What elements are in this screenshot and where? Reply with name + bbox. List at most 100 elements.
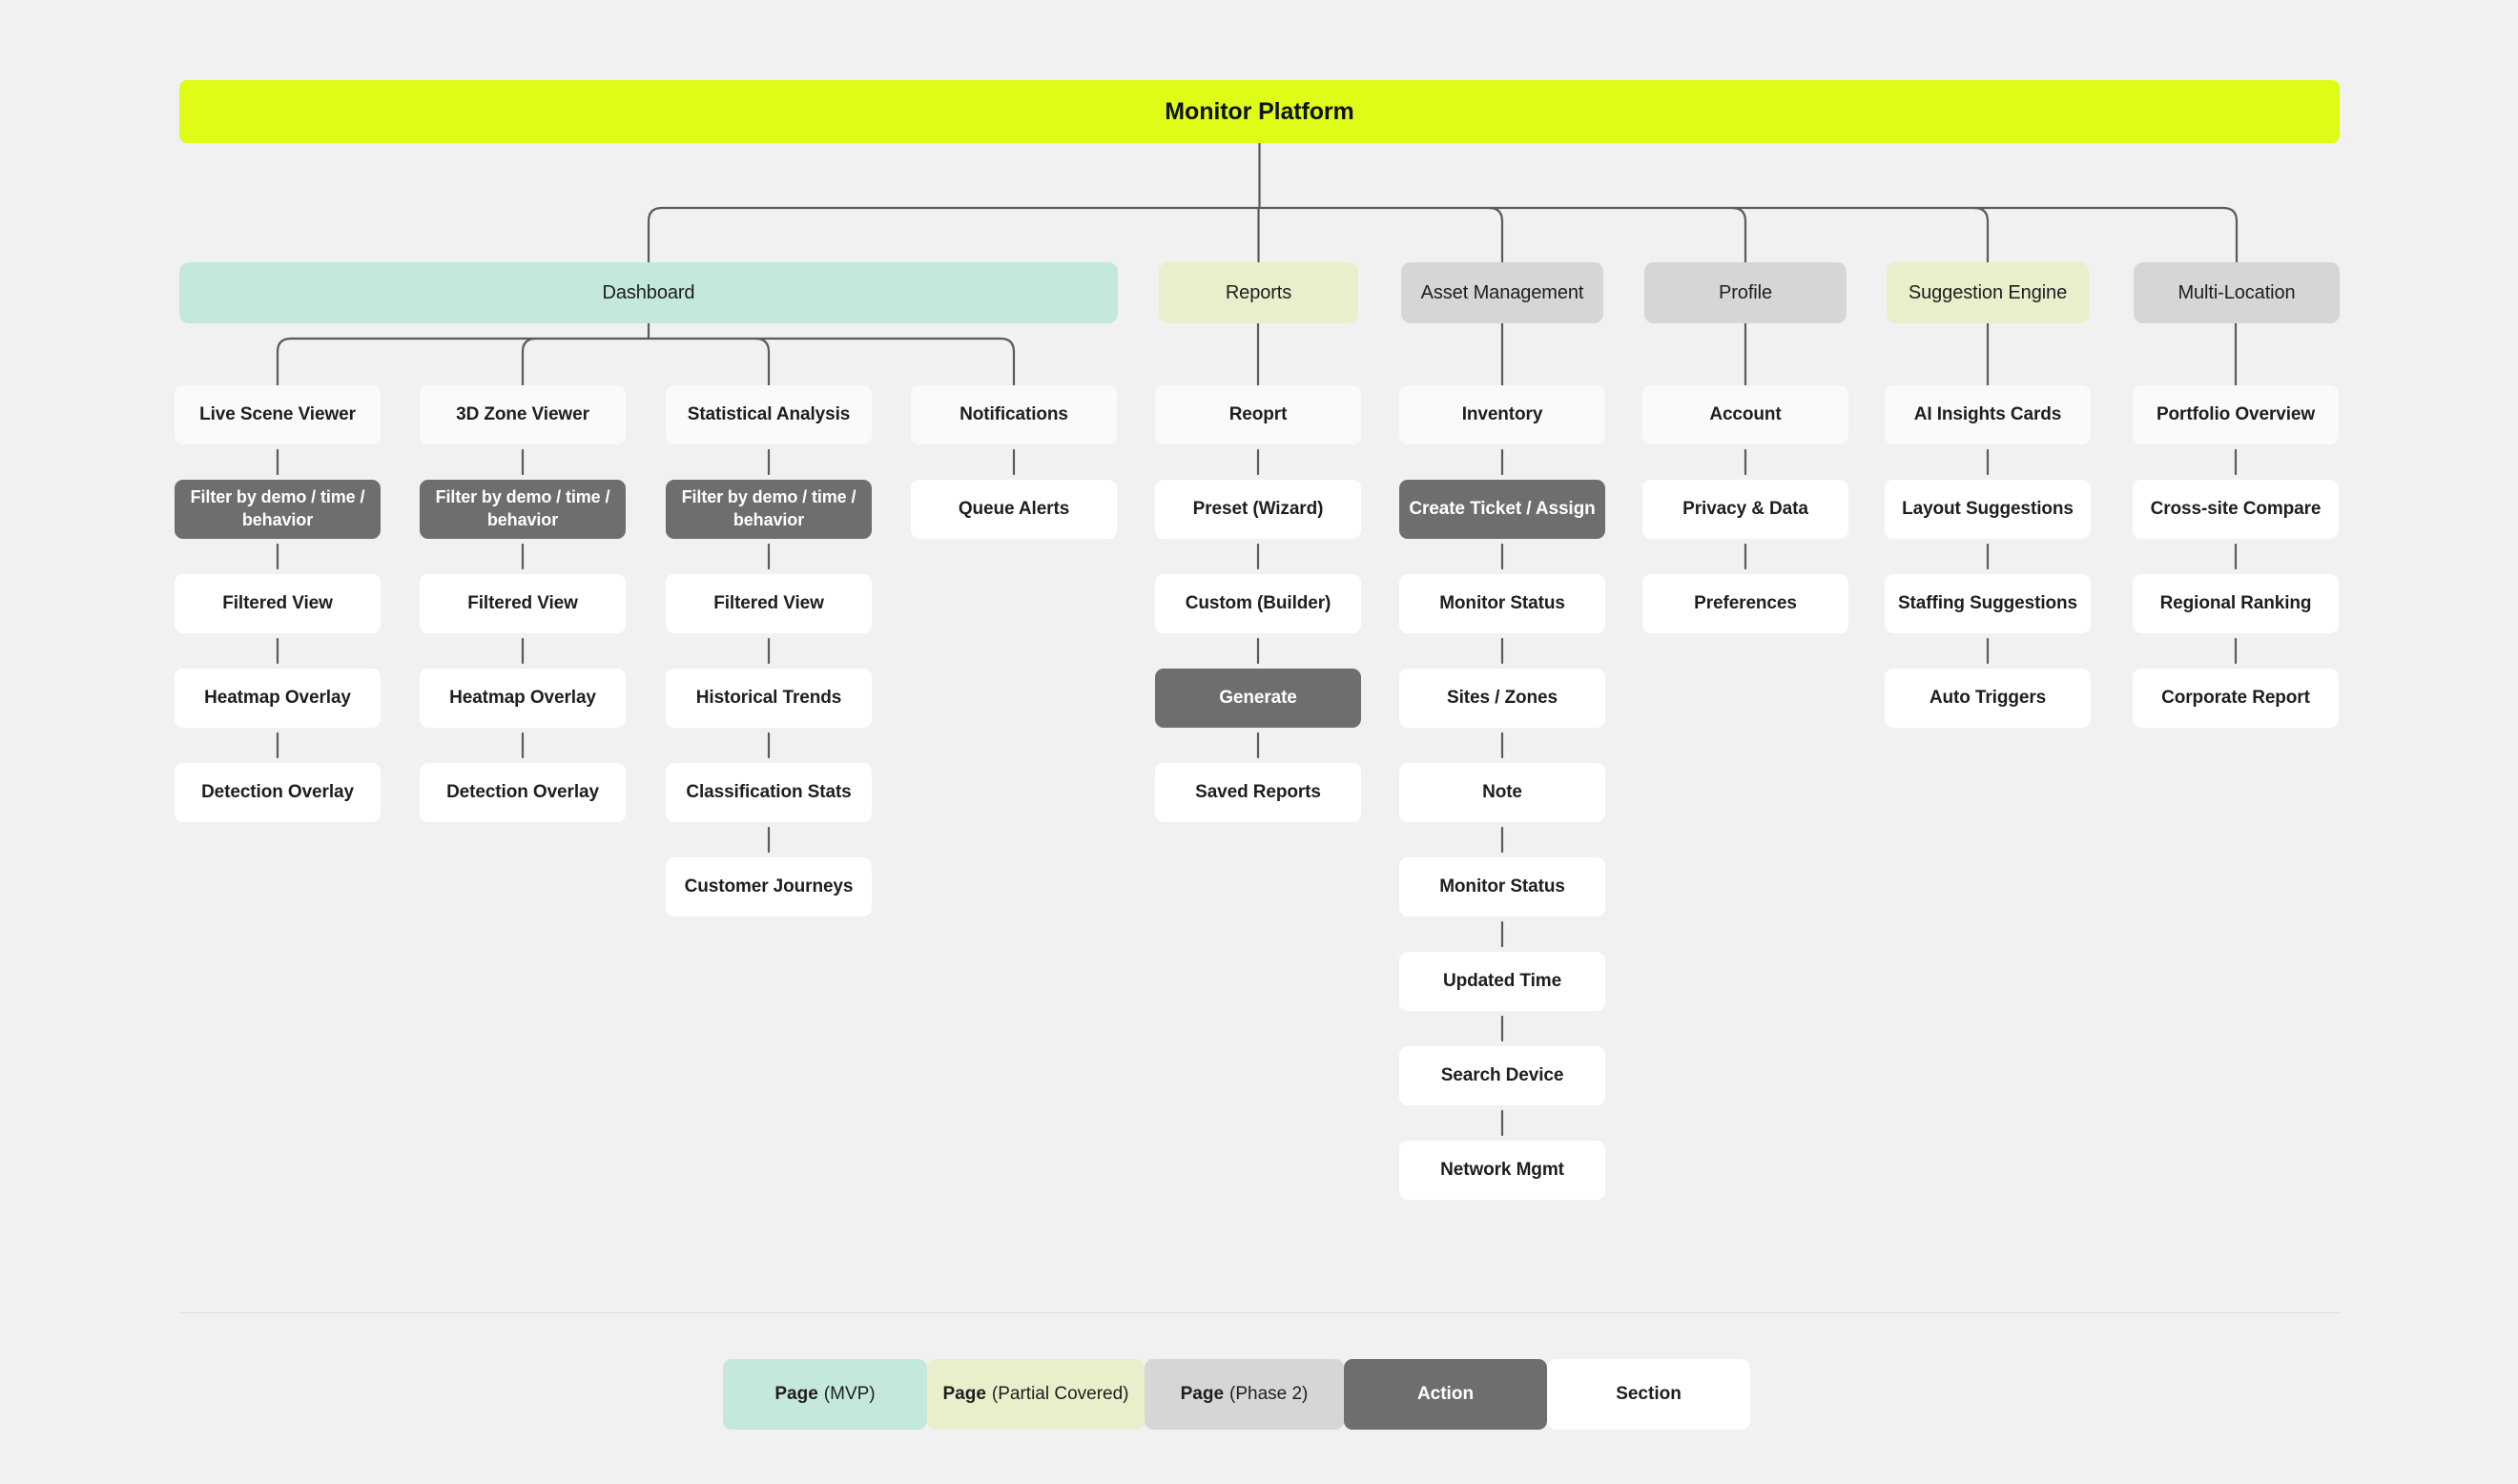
node-reports-flow-4[interactable]: Saved Reports: [1155, 763, 1361, 822]
node-3d-zone-viewer-4-label: Detection Overlay: [446, 782, 599, 803]
node-asset-flow-7[interactable]: Search Device: [1399, 1046, 1605, 1105]
node-multi-location-flow-3[interactable]: Corporate Report: [2133, 669, 2339, 728]
node-reports-flow-3[interactable]: Generate: [1155, 669, 1361, 728]
node-asset-flow-5-label: Monitor Status: [1439, 876, 1565, 897]
node-asset-flow-8[interactable]: Network Mgmt: [1399, 1141, 1605, 1200]
node-live-scene-viewer-1-label: Filter by demo / time / behavior: [190, 487, 365, 529]
legend-item-page-partial-sublabel: (Partial Covered): [991, 1384, 1129, 1404]
node-live-scene-viewer-0-label: Live Scene Viewer: [199, 404, 356, 425]
node-statistical-analysis-0-label: Statistical Analysis: [687, 404, 851, 425]
node-statistical-analysis-2-label: Filtered View: [713, 593, 824, 614]
node-multi-location-flow-3-label: Corporate Report: [2161, 688, 2310, 709]
section-header-suggestion-engine[interactable]: Suggestion Engine: [1887, 262, 2089, 323]
node-asset-flow-5[interactable]: Monitor Status: [1399, 857, 1605, 917]
node-live-scene-viewer-3[interactable]: Heatmap Overlay: [175, 669, 381, 728]
legend-item-section-label: Section: [1616, 1384, 1682, 1404]
node-3d-zone-viewer-0-label: 3D Zone Viewer: [456, 404, 589, 425]
root-node-monitor-platform[interactable]: Monitor Platform: [179, 80, 2340, 143]
node-3d-zone-viewer-1-label: Filter by demo / time / behavior: [435, 487, 610, 529]
node-statistical-analysis-2[interactable]: Filtered View: [666, 574, 872, 633]
section-header-dashboard[interactable]: Dashboard: [179, 262, 1118, 323]
legend-item-page-partial-label: Page: [942, 1384, 986, 1404]
node-3d-zone-viewer-0[interactable]: 3D Zone Viewer: [420, 385, 626, 444]
section-header-reports[interactable]: Reports: [1159, 262, 1358, 323]
legend-item-section[interactable]: Section: [1547, 1359, 1750, 1430]
node-statistical-analysis-4-label: Classification Stats: [686, 782, 852, 803]
node-asset-flow-4-label: Note: [1482, 782, 1522, 803]
node-asset-flow-8-label: Network Mgmt: [1440, 1160, 1564, 1181]
section-header-profile-label: Profile: [1719, 281, 1772, 303]
node-reports-flow-2-label: Custom (Builder): [1185, 593, 1331, 614]
node-3d-zone-viewer-3[interactable]: Heatmap Overlay: [420, 669, 626, 728]
node-3d-zone-viewer-2-label: Filtered View: [467, 593, 578, 614]
node-profile-flow-0[interactable]: Account: [1642, 385, 1848, 444]
node-asset-flow-3-label: Sites / Zones: [1447, 688, 1558, 709]
node-asset-flow-4[interactable]: Note: [1399, 763, 1605, 822]
node-reports-flow-3-label: Generate: [1219, 688, 1297, 709]
legend-separator: [179, 1312, 2340, 1313]
node-statistical-analysis-5[interactable]: Customer Journeys: [666, 857, 872, 917]
section-header-suggestion-engine-label: Suggestion Engine: [1908, 281, 2068, 303]
node-suggestion-flow-1[interactable]: Layout Suggestions: [1885, 480, 2091, 539]
node-notifications-1[interactable]: Queue Alerts: [911, 480, 1117, 539]
node-asset-flow-1-label: Create Ticket / Assign: [1409, 499, 1596, 520]
node-profile-flow-2[interactable]: Preferences: [1642, 574, 1848, 633]
node-asset-flow-2[interactable]: Monitor Status: [1399, 574, 1605, 633]
legend: Page(MVP)Page(Partial Covered)Page(Phase…: [723, 1359, 1750, 1430]
section-header-multi-location-label: Multi-Location: [2177, 281, 2296, 303]
node-statistical-analysis-1[interactable]: Filter by demo / time / behavior: [666, 480, 872, 539]
node-profile-flow-2-label: Preferences: [1694, 593, 1797, 614]
node-3d-zone-viewer-4[interactable]: Detection Overlay: [420, 763, 626, 822]
node-live-scene-viewer-1[interactable]: Filter by demo / time / behavior: [175, 480, 381, 539]
section-header-multi-location[interactable]: Multi-Location: [2134, 262, 2340, 323]
root-node-label: Monitor Platform: [1165, 97, 1354, 125]
section-header-reports-label: Reports: [1225, 281, 1292, 303]
node-multi-location-flow-0[interactable]: Portfolio Overview: [2133, 385, 2339, 444]
node-reports-flow-0-label: Reoprt: [1228, 404, 1288, 425]
node-live-scene-viewer-2[interactable]: Filtered View: [175, 574, 381, 633]
node-asset-flow-7-label: Search Device: [1440, 1065, 1564, 1086]
node-statistical-analysis-1-label: Filter by demo / time / behavior: [681, 487, 857, 529]
node-asset-flow-3[interactable]: Sites / Zones: [1399, 669, 1605, 728]
node-3d-zone-viewer-2[interactable]: Filtered View: [420, 574, 626, 633]
legend-item-page-phase2-label: Page: [1180, 1384, 1225, 1404]
node-asset-flow-1[interactable]: Create Ticket / Assign: [1399, 480, 1605, 539]
legend-item-page-phase2-sublabel: (Phase 2): [1229, 1384, 1309, 1404]
node-live-scene-viewer-0[interactable]: Live Scene Viewer: [175, 385, 381, 444]
legend-item-action[interactable]: Action: [1344, 1359, 1547, 1430]
section-header-profile[interactable]: Profile: [1644, 262, 1847, 323]
legend-item-page-mvp[interactable]: Page(MVP): [723, 1359, 927, 1430]
node-profile-flow-1[interactable]: Privacy & Data: [1642, 480, 1848, 539]
node-live-scene-viewer-3-label: Heatmap Overlay: [204, 688, 351, 709]
section-header-dashboard-label: Dashboard: [602, 281, 695, 303]
node-notifications-0[interactable]: Notifications: [911, 385, 1117, 444]
node-live-scene-viewer-2-label: Filtered View: [222, 593, 333, 614]
node-statistical-analysis-0[interactable]: Statistical Analysis: [666, 385, 872, 444]
legend-item-page-partial[interactable]: Page(Partial Covered): [927, 1359, 1145, 1430]
legend-item-page-phase2[interactable]: Page(Phase 2): [1145, 1359, 1344, 1430]
node-multi-location-flow-0-label: Portfolio Overview: [2156, 404, 2316, 425]
node-multi-location-flow-2[interactable]: Regional Ranking: [2133, 574, 2339, 633]
node-live-scene-viewer-4[interactable]: Detection Overlay: [175, 763, 381, 822]
node-suggestion-flow-2[interactable]: Staffing Suggestions: [1885, 574, 2091, 633]
node-profile-flow-0-label: Account: [1709, 404, 1782, 425]
node-suggestion-flow-2-label: Staffing Suggestions: [1897, 593, 2077, 614]
node-asset-flow-2-label: Monitor Status: [1439, 593, 1565, 614]
legend-item-page-mvp-label: Page: [774, 1384, 818, 1404]
node-3d-zone-viewer-1[interactable]: Filter by demo / time / behavior: [420, 480, 626, 539]
node-suggestion-flow-3-label: Auto Triggers: [1929, 688, 2047, 709]
node-reports-flow-2[interactable]: Custom (Builder): [1155, 574, 1361, 633]
node-reports-flow-0[interactable]: Reoprt: [1155, 385, 1361, 444]
node-notifications-1-label: Queue Alerts: [958, 499, 1070, 520]
node-suggestion-flow-3[interactable]: Auto Triggers: [1885, 669, 2091, 728]
node-statistical-analysis-3[interactable]: Historical Trends: [666, 669, 872, 728]
node-asset-flow-0[interactable]: Inventory: [1399, 385, 1605, 444]
node-suggestion-flow-0[interactable]: AI Insights Cards: [1885, 385, 2091, 444]
section-header-asset-management[interactable]: Asset Management: [1401, 262, 1603, 323]
node-asset-flow-6[interactable]: Updated Time: [1399, 952, 1605, 1011]
node-reports-flow-1[interactable]: Preset (Wizard): [1155, 480, 1361, 539]
node-multi-location-flow-1[interactable]: Cross-site Compare: [2133, 480, 2339, 539]
node-statistical-analysis-4[interactable]: Classification Stats: [666, 763, 872, 822]
node-statistical-analysis-3-label: Historical Trends: [695, 688, 842, 709]
